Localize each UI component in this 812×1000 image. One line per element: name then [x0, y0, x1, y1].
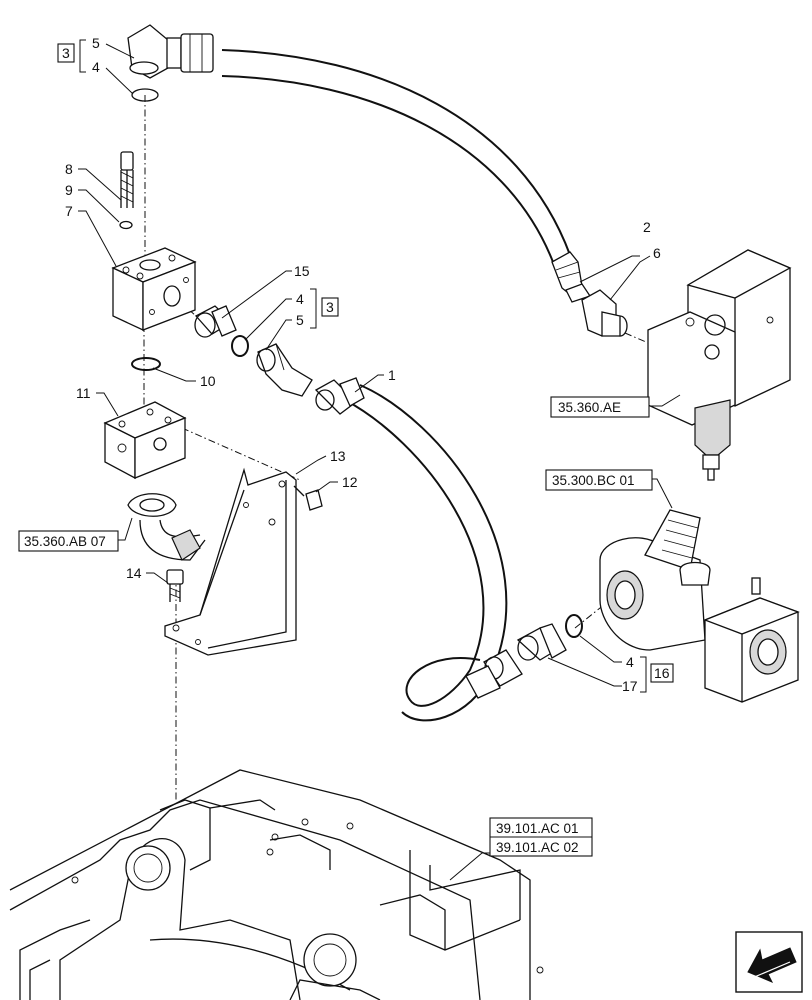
screw-item-14 — [166, 569, 184, 602]
callout-7: 7 — [65, 203, 73, 219]
reference-boxes: 35.360.AE 35.300.BC 01 35.360.AB 07 39.1… — [18, 396, 653, 857]
arrow-left-icon[interactable] — [735, 931, 803, 993]
leader-lines — [78, 43, 681, 881]
hose-end-fitting-1 — [314, 377, 365, 415]
callout-10: 10 — [200, 373, 216, 389]
callout-4-lower: 4 — [626, 654, 634, 670]
ref-box-35300BC01[interactable] — [545, 469, 653, 491]
callout-14: 14 — [126, 565, 142, 581]
ref-35360AB07[interactable]: 35.360.AB 07 — [24, 534, 106, 549]
machine-frame — [9, 769, 544, 1000]
valve-block-item-7 — [111, 247, 197, 332]
ref-35300BC01[interactable]: 35.300.BC 01 — [552, 473, 635, 488]
callout-5-top: 5 — [92, 35, 100, 51]
adapter-item-15 — [194, 305, 237, 338]
main-hose — [221, 49, 571, 722]
centerlines — [143, 95, 661, 800]
callout-15: 15 — [294, 263, 310, 279]
screw-item-8 — [119, 151, 134, 230]
group-3-middle: 3 — [326, 299, 334, 315]
hose-end-fitting-2 — [551, 251, 592, 303]
group-brackets — [79, 39, 647, 693]
valve-assembly — [647, 249, 792, 481]
screw-item-12 — [293, 485, 323, 511]
callout-numbers: 5 4 8 9 7 15 4 5 10 11 1 2 6 12 13 14 4 … — [65, 35, 661, 694]
callout-1: 1 — [388, 367, 396, 383]
fitting-item-5-middle — [256, 343, 313, 397]
flange-tube — [127, 493, 206, 561]
callout-4-middle: 4 — [296, 291, 304, 307]
callout-17: 17 — [622, 678, 638, 694]
group-box-3-middle — [321, 297, 339, 317]
boxed-group-numbers: 3 3 16 — [57, 43, 674, 683]
callout-9: 9 — [65, 182, 73, 198]
group-box-16 — [650, 663, 674, 683]
ref-box-35360AB07[interactable] — [18, 530, 119, 552]
group-16: 16 — [654, 665, 670, 681]
top-elbow-fitting — [127, 24, 214, 102]
o-ring-item-4-lower — [565, 614, 583, 638]
o-ring-item-10 — [131, 357, 161, 371]
ref-39101AC01[interactable]: 39.101.AC 01 — [496, 821, 579, 836]
tee-block-assembly — [599, 509, 800, 703]
callout-13: 13 — [330, 448, 346, 464]
callout-5-middle: 5 — [296, 312, 304, 328]
group-3-top: 3 — [62, 45, 70, 61]
callout-12: 12 — [342, 474, 358, 490]
callout-2: 2 — [643, 219, 651, 235]
callout-4-top: 4 — [92, 59, 100, 75]
elbow-fitting-item-6 — [581, 289, 628, 337]
o-ring-item-4-middle — [231, 335, 249, 357]
ref-box-35360AE[interactable] — [550, 396, 650, 418]
hose-end-fitting-lower — [465, 649, 523, 699]
valve-block-item-11 — [103, 401, 187, 480]
callout-8: 8 — [65, 161, 73, 177]
callout-6: 6 — [653, 245, 661, 261]
ref-39101AC02[interactable]: 39.101.AC 02 — [496, 840, 579, 855]
group-box-3-top — [57, 43, 75, 63]
fitting-item-17 — [516, 623, 567, 661]
ref-35360AE[interactable]: 35.360.AE — [558, 400, 621, 415]
bracket-item-13 — [164, 467, 297, 656]
callout-11: 11 — [76, 385, 91, 401]
